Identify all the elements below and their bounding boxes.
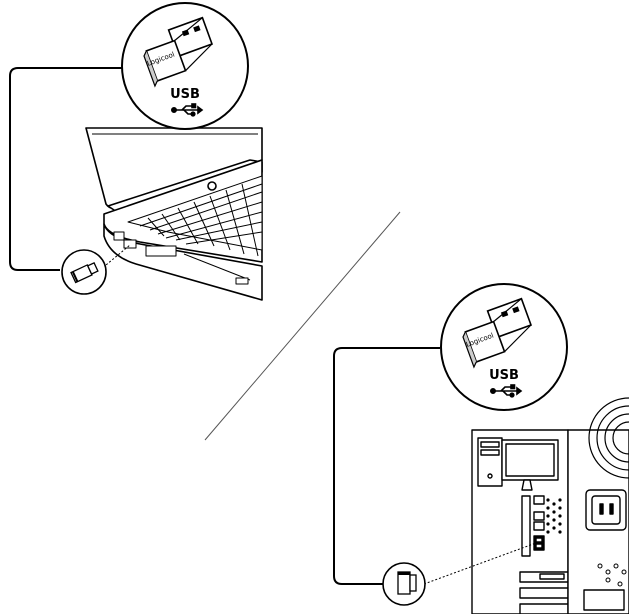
top-receiver-callout: Logicool USB: [121, 2, 249, 130]
top-usb-trident-icon: [170, 103, 204, 117]
fan-grille: [588, 397, 629, 479]
bottom-usb-label: USB: [489, 368, 519, 383]
bottom-receiver-small-icon: [382, 562, 426, 606]
top-receiver-small-icon: [61, 249, 107, 295]
desktop-tower-illustration: [471, 397, 629, 614]
bottom-receiver-callout: Logicool USB: [440, 283, 568, 411]
bottom-leader-line: [333, 347, 440, 585]
top-insert-dashed-line: [99, 244, 131, 271]
receiver-dongle-icon: [143, 16, 214, 88]
divider-line: [204, 211, 401, 441]
bottom-usb-trident-icon: [489, 384, 523, 398]
top-leader-line: [9, 67, 124, 271]
top-usb-label: USB: [170, 87, 200, 102]
laptop-illustration: [85, 127, 263, 301]
receiver-dongle-icon: [462, 297, 533, 369]
